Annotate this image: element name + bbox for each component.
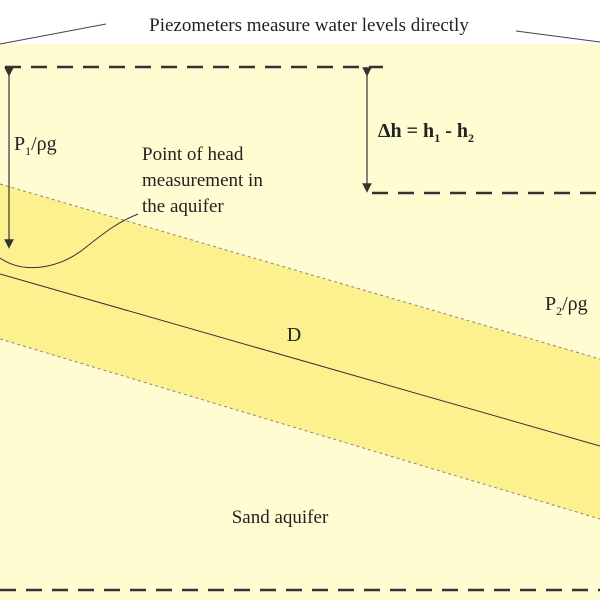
d-label: D — [287, 324, 301, 346]
point-label-line2: measurement in — [142, 170, 263, 191]
aquifer-bottom-boundary — [0, 338, 600, 520]
aquifer-top-boundary — [0, 183, 600, 360]
point-label-line1: Point of head — [142, 144, 244, 165]
measurement-leader — [0, 213, 139, 269]
aquifer-band — [0, 184, 600, 519]
title-leader-right — [515, 30, 600, 43]
p2-label: P2/ρg — [545, 293, 588, 318]
p1-label: P1/ρg — [14, 133, 57, 158]
delta-h-label: Δh = h1 - h2 — [378, 120, 474, 145]
diagram-title: Piezometers measure water levels directl… — [149, 15, 469, 36]
title-leader-left — [0, 23, 107, 45]
sand-aquifer-label: Sand aquifer — [232, 507, 329, 528]
point-label-line3: the aquifer — [142, 196, 224, 217]
aquifer-centerline — [0, 273, 600, 447]
